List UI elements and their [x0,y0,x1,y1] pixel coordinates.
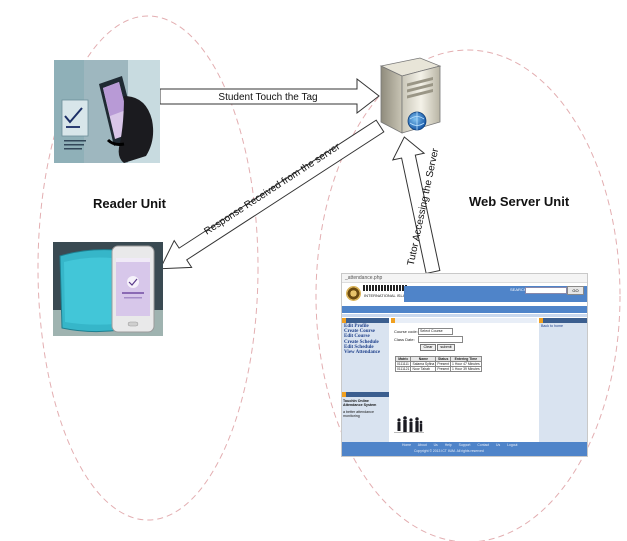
table-cell: 0111111 [394,361,412,367]
right-sidebar-header [539,318,587,323]
footer-copyright: Copyright © 2013 ICT IIUM. All rights re… [414,449,484,453]
system-title: TouchIn Online Attendance System [343,399,377,407]
menu-item-create-schedule[interactable]: Create Schedule [344,339,379,345]
reader-unit-label: Reader Unit [93,196,166,211]
table-cell: 1 Hour 39 Minutes [450,366,482,372]
menu-item-edit-schedule[interactable]: Edit Schedule [344,344,374,350]
column-header: Entering Time [450,356,482,362]
tutor-arrow [391,136,441,275]
system-tagline: a better attendance monitoring [343,410,374,418]
nav-stripe [342,306,587,313]
people-silhouette-image [394,414,424,436]
site-footer [342,442,587,456]
server-icon [379,57,442,134]
menu-item-edit-course[interactable]: Edit Course [344,334,370,340]
response-arrow-label: Response Received from the server [202,141,342,237]
university-logo [346,286,361,301]
content-header [391,318,537,323]
class-date-select[interactable] [418,336,463,343]
footer-links[interactable]: Home About Us Help Support Contact Us Lo… [402,443,518,447]
menu-item-create-course[interactable]: Create Course [344,329,375,335]
left-sidebar [342,318,389,442]
arabic-logotype [363,285,407,291]
table-row: 0111121 Noor Tahab Present 1 Hour 39 Min… [394,366,482,372]
web-server-unit-boundary [315,49,621,541]
attendance-table: Matric Name Status Entering Time 0111111… [394,356,482,372]
table-cell: Present [435,361,452,367]
course-code-label: Course code: [394,329,418,334]
submit-button[interactable]: submit [437,344,455,351]
nav-substripe [342,314,587,317]
sidebar-menu: Edit Profile Create Course Edit Course C… [344,324,380,355]
table-cell: Salama Syfina [410,361,437,367]
web-server-unit-label: Web Server Unit [469,194,570,209]
sidebar-header [342,318,389,323]
touch-arrow-label: Student Touch the Tag [218,92,317,103]
response-arrow [159,119,385,270]
table-cell: Present [435,366,452,372]
class-date-label: Class Date: [394,337,415,342]
touch-arrow [159,77,380,115]
clear-button[interactable]: Clear [420,344,436,351]
right-sidebar [539,318,587,442]
attendance-website-screenshot: _attendance.php INTERNATIONAL ISLAMIC UN… [341,273,588,457]
table-row: 0111111 Salama Syfina Present 1 Hour 47 … [394,361,482,367]
menu-item-view-attendance[interactable]: View Attendance [344,350,381,356]
search-label: SEARCH [510,287,527,292]
table-cell: Noor Tahab [410,366,437,372]
course-select[interactable]: Select Course [418,328,453,335]
phone-touching-tag-photo [54,60,160,163]
table-cell: 0111121 [394,366,412,372]
column-header: Status [435,356,452,362]
browser-address: _attendance.php [345,275,383,281]
sidebar-header-2 [342,392,389,397]
back-home-link[interactable]: Back to home [541,324,563,328]
search-input[interactable] [525,287,567,294]
reader-unit-boundary [37,15,259,521]
menu-item-edit-profile[interactable]: Edit Profile [344,324,369,329]
phone-result-photo [53,242,163,336]
go-button[interactable]: GO [567,286,584,295]
table-cell: 1 Hour 47 Minutes [450,361,482,367]
browser-bar [342,274,587,283]
